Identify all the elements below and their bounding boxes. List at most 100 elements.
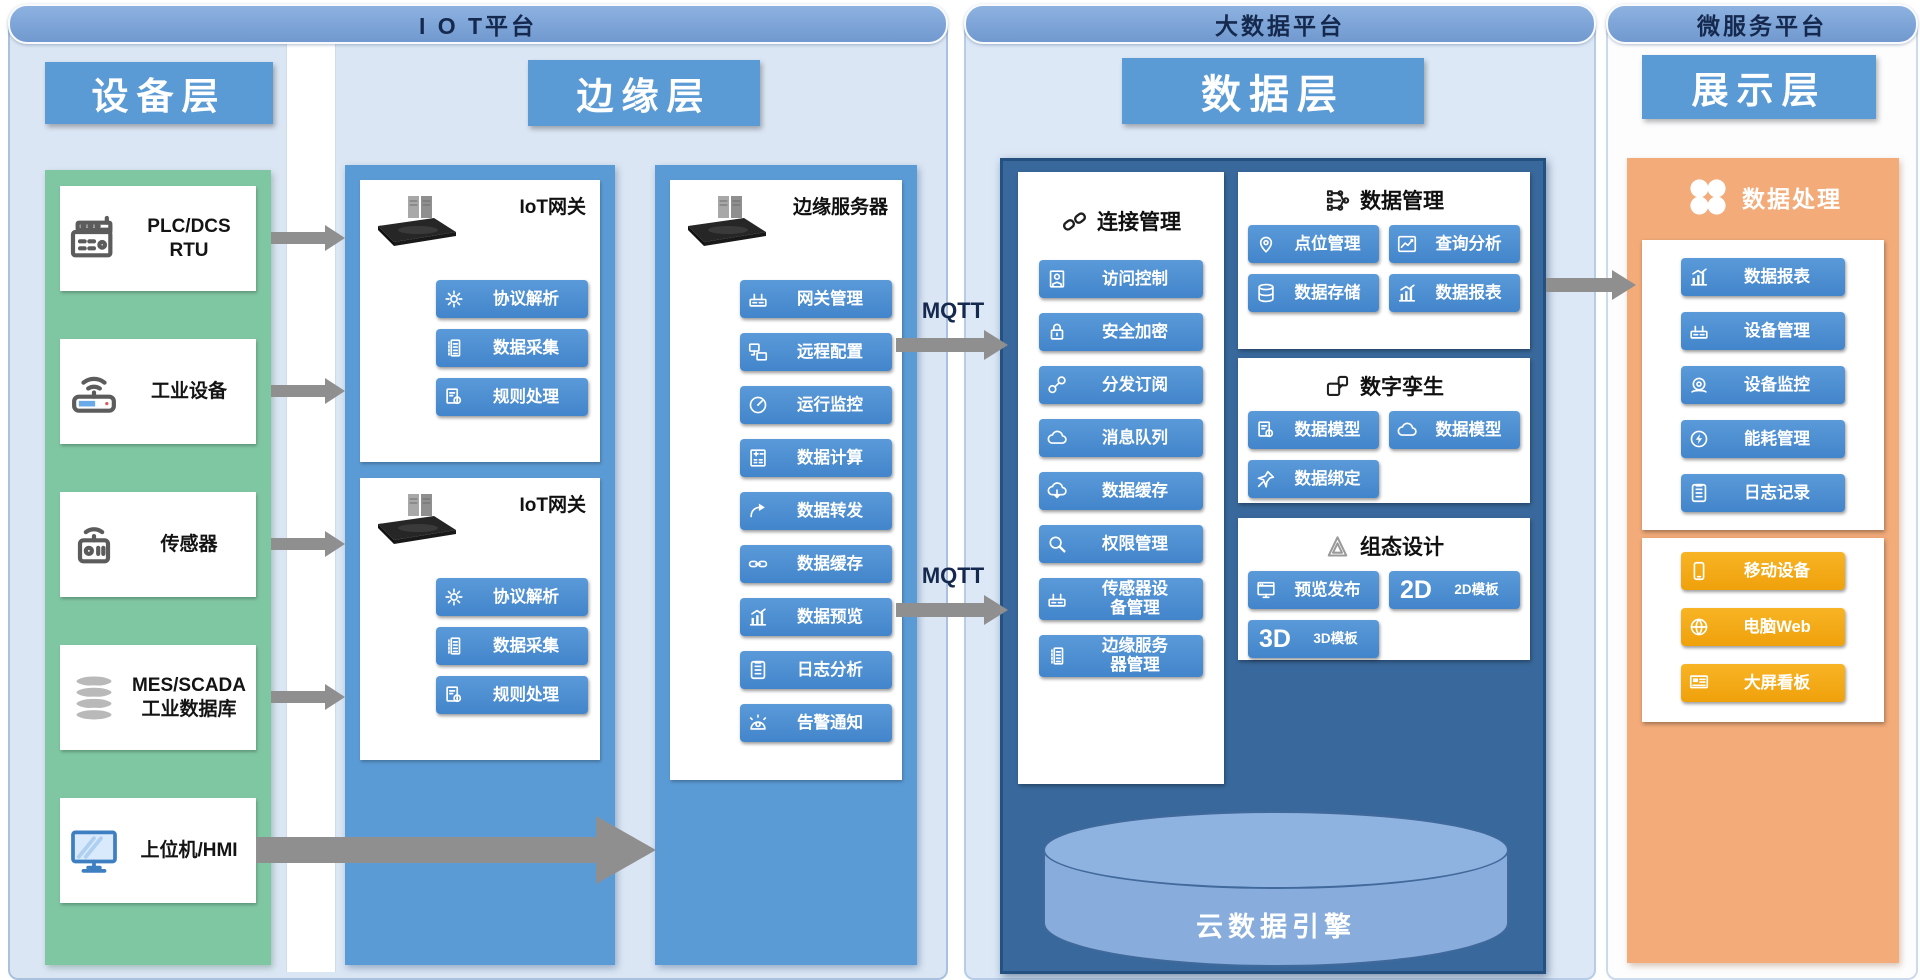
arrow-mqtt-bottom	[896, 595, 1008, 625]
data-layer-panel: 连接管理 访问控制安全加密分发订阅消息队列数据缓存权限管理传感器设 备管理边缘服…	[1000, 158, 1546, 974]
device-industrial-equipment: 工业设备	[60, 339, 256, 444]
platform-title: I O T平台	[418, 13, 538, 39]
node-label: 安全加密	[1102, 322, 1168, 341]
node-label: 数据报表	[1744, 267, 1810, 286]
node-label: 远程配置	[797, 342, 863, 361]
node-label: 2D模板	[1454, 582, 1499, 598]
data-storage-node: 数据存储	[1248, 274, 1379, 312]
arrow-head	[1612, 270, 1636, 300]
node-label: 工业设备	[150, 380, 227, 402]
network-icon	[1324, 187, 1351, 214]
node-label: MES/SCADA 工业数据库	[131, 674, 246, 720]
rule-icon	[1255, 419, 1277, 441]
big-screen-node: 大屏看板	[1681, 664, 1845, 702]
protocol-parsing-node: 协议解析	[436, 280, 588, 318]
device-host-hmi: 上位机/HMI	[60, 798, 256, 903]
arrow-hmi-to-edge-server	[256, 816, 656, 884]
log-icon	[1688, 482, 1710, 504]
permission-management-node: 权限管理	[1039, 525, 1203, 563]
arrow-head	[325, 225, 345, 251]
node-label: 日志分析	[797, 660, 863, 679]
layer-title-data: 数据层	[1122, 58, 1424, 124]
alarm-notification-node: 告警通知	[740, 704, 892, 742]
gauge-icon	[747, 394, 769, 416]
data-processing-title: 数据处理	[1742, 186, 1842, 212]
energy-management-node: 能耗管理	[1681, 420, 1845, 458]
data-processing-header: 数据处理	[1627, 173, 1899, 221]
node-label: 能耗管理	[1744, 429, 1810, 448]
data-report-node: 数据报表	[1681, 258, 1845, 296]
data-collect-icon	[443, 337, 465, 359]
node-prefix: 3D	[1259, 624, 1291, 653]
magnifier-icon	[1046, 533, 1068, 555]
mqtt-label-bottom: MQTT	[921, 563, 985, 588]
data-report-node: 数据报表	[1389, 274, 1520, 312]
log-analysis-node: 日志分析	[740, 651, 892, 689]
device-sensor: 传感器	[60, 492, 256, 597]
node-label: 数据模型	[1435, 420, 1502, 439]
card-title: IoT网关	[519, 197, 587, 218]
node-label: PLC/DCS RTU	[147, 215, 231, 261]
mobile-icon	[1688, 560, 1710, 582]
node-label: 规则处理	[493, 387, 559, 406]
rule-processing-node: 规则处理	[436, 378, 588, 416]
section-title-configuration-design: 组态设计	[1238, 531, 1530, 561]
node-label: 查询分析	[1435, 234, 1502, 253]
section-title-text: 数字孪生	[1360, 376, 1444, 399]
chain-icon	[1061, 208, 1088, 235]
section-title-digital-twin: 数字孪生	[1238, 371, 1530, 401]
node-label: 数据缓存	[1102, 481, 1168, 500]
data-collection-node: 数据采集	[436, 329, 588, 367]
arrow-mqtt-top	[896, 330, 1008, 360]
node-label: 数据报表	[1435, 283, 1502, 302]
digital-twin-function-list: 数据模型数据模型数据绑定	[1238, 401, 1530, 498]
line-chart-icon	[1396, 233, 1418, 255]
plc-icon	[66, 211, 122, 267]
access-control-node: 访问控制	[1039, 260, 1203, 298]
section-title-text: 连接管理	[1097, 211, 1181, 234]
node-prefix: 2D	[1400, 575, 1432, 604]
section-title-text: 数据管理	[1360, 190, 1444, 213]
chart-up-icon	[1688, 266, 1710, 288]
monitor-cam-icon	[1688, 374, 1710, 396]
chart-up-icon	[1396, 282, 1418, 304]
lock-icon	[1046, 321, 1068, 343]
data-cache-node: 数据缓存	[1039, 472, 1203, 510]
runtime-monitoring-node: 运行监控	[740, 386, 892, 424]
node-label: 运行监控	[797, 395, 863, 414]
node-label: 告警通知	[797, 713, 863, 732]
node-label: 数据存储	[1294, 283, 1361, 302]
point-management-node: 点位管理	[1248, 225, 1379, 263]
arrow-head	[984, 595, 1008, 625]
data-computing-node: 数据计算	[740, 439, 892, 477]
layer-title-device: 设备层	[45, 62, 273, 124]
arrow-head	[325, 378, 345, 404]
node-label: 电脑Web	[1743, 617, 1811, 636]
link-icon	[747, 553, 769, 575]
node-label: 数据缓存	[797, 554, 863, 573]
arrow-data-to-display	[1546, 270, 1636, 300]
remote-config-node: 远程配置	[740, 333, 892, 371]
clover-icon	[1684, 173, 1732, 221]
cloud-data-engine-label: 云数据引擎	[1196, 912, 1356, 942]
pc-web-node: 电脑Web	[1681, 608, 1845, 646]
card-title: 边缘服务器	[792, 197, 888, 218]
publish-icon	[1255, 579, 1277, 601]
platform-title: 大数据平台	[1215, 13, 1345, 39]
chart-up-icon	[747, 606, 769, 628]
arrow-head	[596, 816, 656, 884]
data-cache-node: 数据缓存	[740, 545, 892, 583]
node-label: 预览发布	[1294, 580, 1361, 599]
layer-title-edge: 边缘层	[528, 60, 760, 126]
data-binding-node: 数据绑定	[1248, 460, 1379, 498]
card-title: IoT网关	[519, 495, 587, 516]
display-functions-box: 数据报表设备管理设备监控能耗管理日志记录	[1642, 240, 1884, 530]
log-icon	[747, 659, 769, 681]
cloud-data-engine: 云数据引擎	[1043, 811, 1509, 967]
data-management-function-list: 点位管理 查询分析数据存储 数据报表	[1238, 215, 1530, 312]
edge-server-panel: 边缘服务器 网关管理远程配置运行监控数据计算数据转发数据缓存数据预览日志分析告警…	[655, 165, 917, 965]
